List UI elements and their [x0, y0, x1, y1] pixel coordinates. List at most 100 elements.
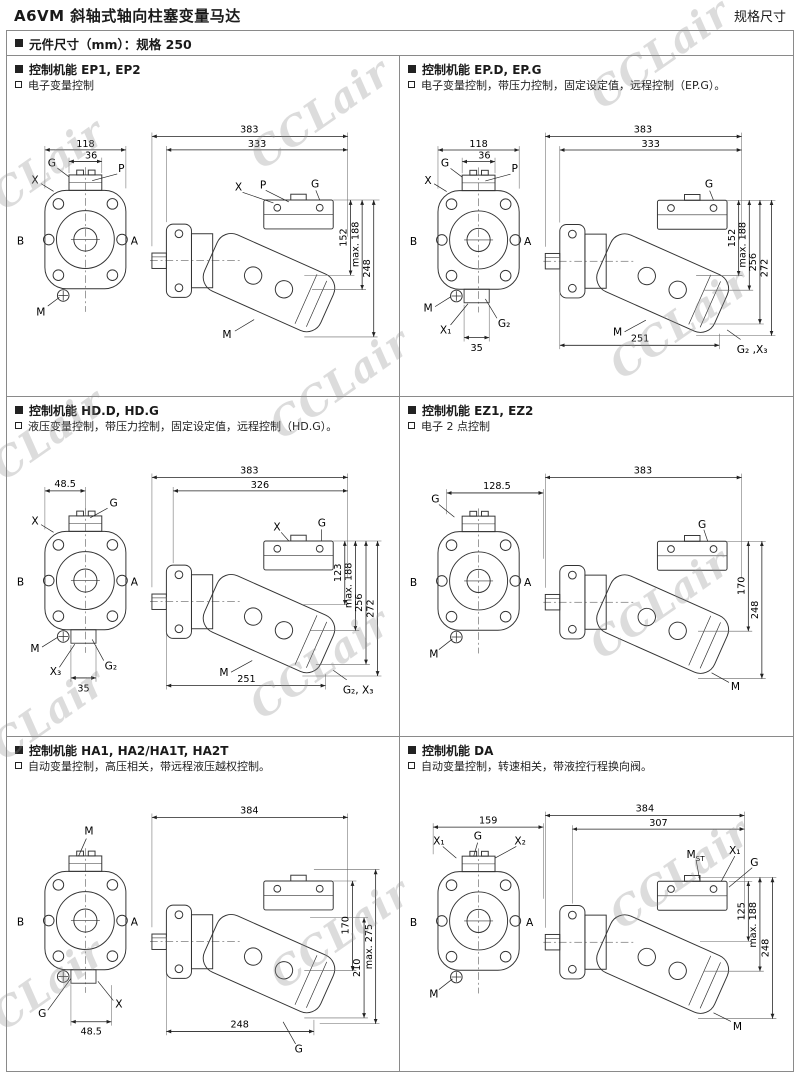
dim-label: 383: [240, 466, 258, 477]
port-label-m: M: [219, 667, 228, 679]
filled-square-bullet: [408, 65, 416, 73]
panel-heading-text: 控制机能 HA1, HA2/HA1T, HA2T: [29, 743, 229, 758]
port-label-g: G: [295, 1044, 303, 1056]
port-label-a: A: [131, 916, 139, 928]
dim-label: 36: [85, 151, 97, 162]
port-label-mst: MST: [686, 848, 705, 863]
drawing-labels: 48.5 35 G X B A M X₃ G₂ 383 326 X G M: [17, 466, 377, 697]
panel-heading-text: 控制机能 EP1, EP2: [29, 62, 141, 77]
dim-label: 248: [230, 1020, 248, 1031]
dim-label: 125: [736, 902, 747, 920]
port-label-m: M: [429, 647, 438, 660]
port-label-m: M: [733, 1020, 742, 1033]
dim-label: 272: [760, 259, 771, 277]
dim-label: max. 188: [737, 222, 748, 268]
filled-square-bullet: [408, 406, 416, 414]
port-label-m: M: [731, 680, 740, 693]
port-label-g: G: [750, 856, 758, 869]
panel-subheading-text: 自动变量控制，转速相关，带液控行程换向阀。: [421, 759, 652, 773]
side-view-drawing: [542, 875, 735, 1019]
port-label-x2: X₂: [514, 835, 526, 848]
port-label-x1: X₁: [440, 324, 452, 337]
technical-drawing-epd: 118 36 35 G X P B A M X₁ G₂ 383 333 G: [410, 125, 776, 356]
front-view-drawing: [42, 507, 128, 654]
dim-label: 123: [333, 564, 344, 582]
dim-label: 152: [339, 228, 350, 246]
front-view-drawing: [42, 166, 128, 313]
panel-subheading-text: 电子变量控制，带压力控制，固定设定值，远程控制（EP.G）。: [421, 78, 726, 92]
open-square-bullet: [408, 81, 415, 88]
panel-heading: 控制机能 HD.D, HD.G: [15, 402, 393, 418]
panel-subheading: 电子变量控制: [15, 77, 393, 92]
port-label-g2x3: G₂, X₃: [343, 684, 374, 696]
dim-label: 333: [641, 139, 659, 150]
port-label-m: M: [429, 987, 438, 1000]
dim-label: 383: [634, 466, 652, 477]
filled-square-bullet: [15, 406, 23, 414]
port-label-a: A: [131, 576, 139, 588]
front-view-drawing: [436, 507, 522, 654]
panel-grid: 控制机能 EP1, EP2 电子变量控制: [7, 55, 793, 1071]
dim-label: 384: [636, 804, 654, 815]
dim-label: 210: [352, 959, 363, 977]
filled-square-bullet: [15, 39, 23, 47]
dim-label: max. 275: [364, 924, 375, 969]
port-label-b: B: [410, 235, 417, 248]
panel-epd-epg: 控制机能 EP.D, EP.G 电子变量控制，带压力控制，固定设定值，远程控制（…: [400, 55, 793, 396]
technical-drawing-ep1: 118 36 G X P B A M 383 333 X P G M: [17, 125, 380, 341]
port-label-a: A: [526, 916, 534, 929]
dim-label: 48.5: [54, 479, 75, 490]
technical-drawing-hd: 48.5 35 G X B A M X₃ G₂ 383 326 X G M: [17, 466, 382, 697]
panel-subheading-text: 液压变量控制，带压力控制，固定设定值，远程控制（HD.G）。: [28, 419, 338, 433]
dim-label: 170: [736, 577, 747, 595]
port-label-x1: X₁: [433, 835, 445, 848]
panel-subheading: 电子 2 点控制: [408, 418, 787, 433]
panel-da: 控制机能 DA 自动变量控制，转速相关，带液控行程换向阀。: [400, 736, 793, 1071]
dim-label: 248: [750, 601, 761, 619]
port-label-g: G: [441, 156, 449, 169]
port-label-m: M: [36, 307, 45, 319]
dim-label: 159: [479, 815, 497, 826]
dim-label: 326: [251, 480, 269, 491]
port-label-m: M: [423, 301, 432, 314]
port-label-g: G: [311, 178, 319, 190]
drawing-labels: 128.5 G B A M 383 G M 170 248: [410, 466, 761, 694]
port-label-x: X: [235, 181, 242, 193]
filled-square-bullet: [15, 65, 23, 73]
drawing-labels: M B A X G 48.5 384 170 210 max. 275 248 …: [17, 806, 375, 1056]
dim-label: 118: [76, 139, 94, 150]
port-label-b: B: [410, 916, 417, 929]
drawing-labels: 118 36 35 G X P B A M X₁ G₂ 383 333 G: [410, 125, 771, 356]
dim-label: 333: [248, 139, 266, 150]
dim-label: max. 188: [344, 563, 355, 608]
port-label-m: M: [613, 326, 622, 339]
port-label-a: A: [131, 235, 139, 247]
panel-subheading-text: 自动变量控制，高压相关，带远程液压越权控制。: [28, 759, 270, 773]
open-square-bullet: [408, 762, 415, 769]
dimension-lines: [40, 132, 380, 338]
dim-label: 48.5: [80, 1026, 101, 1037]
dim-label: 384: [240, 806, 258, 817]
side-view-drawing: [542, 535, 735, 679]
technical-drawing-ez: 128.5 G B A M 383 G M 170 248: [410, 466, 766, 694]
dim-label: 256: [748, 253, 759, 271]
port-label-g: G: [705, 178, 713, 191]
technical-drawing-ha: M B A X G 48.5 384 170 210 max. 275 248 …: [17, 806, 380, 1056]
panel-subheading: 自动变量控制，高压相关，带远程液压越权控制。: [15, 758, 393, 773]
dimension-lines: [432, 811, 777, 1022]
page-title: A6VM 斜轴式轴向柱塞变量马达: [14, 6, 241, 25]
dim-label: 251: [631, 333, 649, 344]
front-view-drawing: [42, 847, 128, 994]
drawing-labels: 159 X₁ G X₂ B A M 384 307 MST X₁ G M 125: [410, 804, 772, 1034]
side-view-drawing: [149, 193, 341, 338]
port-label-b: B: [17, 235, 24, 247]
side-view-drawing: [542, 194, 735, 338]
front-view-drawing: [436, 847, 522, 994]
dim-label: 307: [649, 818, 667, 829]
open-square-bullet: [15, 422, 22, 429]
port-label-x: X: [424, 174, 431, 187]
port-label-m: M: [222, 329, 231, 341]
port-label-m: M: [30, 643, 39, 655]
filled-square-bullet: [15, 746, 23, 754]
dim-label: 383: [240, 125, 258, 136]
